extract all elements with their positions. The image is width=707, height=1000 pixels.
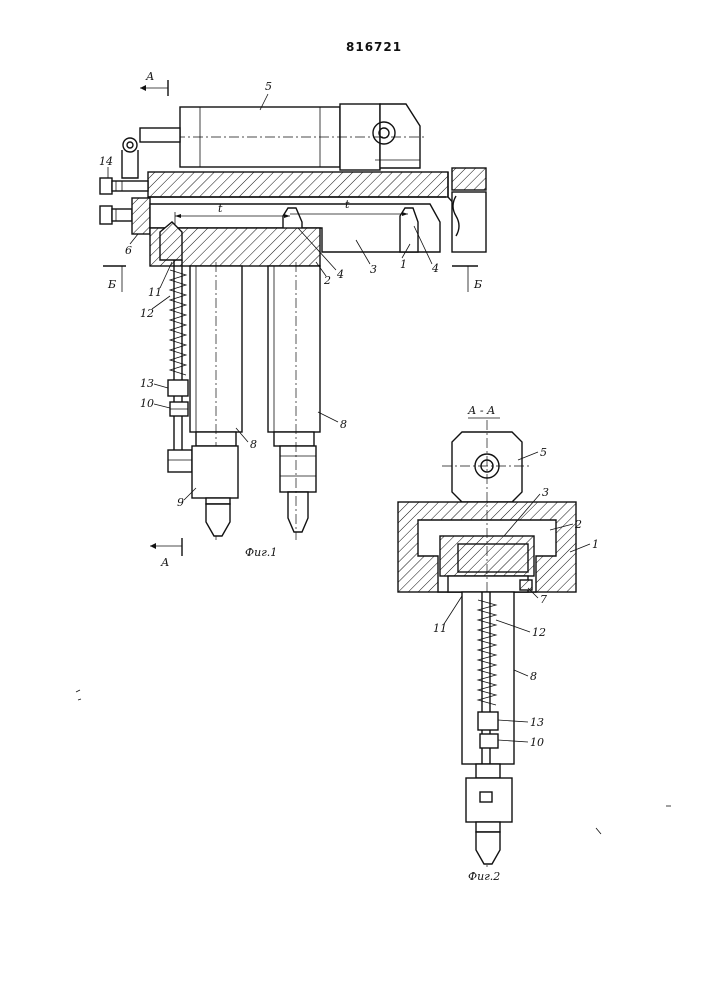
dimension-t-label-1: t: [218, 202, 223, 215]
label-part-9: 9: [177, 496, 184, 509]
label-part-2: 2: [323, 274, 331, 287]
clamp-bolt: [100, 198, 150, 234]
section-mark-b-right: Б: [452, 266, 482, 292]
label-part-7: 7: [540, 593, 547, 606]
label-part-10: 10: [530, 736, 544, 749]
label-part-12: 12: [140, 307, 154, 320]
cylinder-bracket: [122, 138, 138, 178]
label-part-3: 3: [542, 486, 549, 499]
label-part-3: 3: [370, 263, 377, 276]
section-a-a-title: А - А: [467, 404, 495, 417]
label-part-13: 13: [530, 716, 544, 729]
carriage-block: [150, 222, 320, 266]
label-part-13: 13: [140, 377, 154, 390]
tool-holder-2: [268, 262, 320, 540]
section-mark-a-bottom: А: [150, 538, 182, 569]
section-mark-a-top: А: [140, 70, 168, 96]
label-part-6: 6: [125, 244, 132, 257]
figure-1: А А Б Б: [99, 70, 486, 569]
section-mark-a-label-bottom: А: [160, 556, 169, 569]
label-part-4-b: 4: [431, 262, 439, 275]
label-part-1: 1: [592, 538, 599, 551]
label-part-11: 11: [433, 622, 447, 635]
label-part-8-a: 8: [250, 438, 257, 451]
label-part-10: 10: [140, 397, 154, 410]
label-part-12: 12: [532, 626, 546, 639]
patent-number: 816721: [346, 40, 402, 54]
section-mark-b-label-right: Б: [473, 278, 482, 291]
label-part-8: 8: [530, 670, 537, 683]
label-part-5: 5: [540, 446, 547, 459]
label-part-5: 5: [265, 80, 272, 93]
label-part-8-b: 8: [340, 418, 347, 431]
scan-specks: [76, 690, 671, 834]
spring-rod: [168, 260, 188, 456]
label-part-1: 1: [400, 258, 407, 271]
pneumatic-cylinder: [140, 104, 425, 170]
tool-holder-section: [462, 592, 514, 864]
section-mark-b-label-left: Б: [107, 278, 116, 291]
figure-2-caption: Фиг.2: [468, 870, 500, 883]
label-part-2: 2: [574, 518, 582, 531]
figure-2: А - А: [398, 404, 599, 883]
adjust-screw: [100, 178, 148, 194]
section-mark-b-left: Б: [103, 266, 126, 292]
label-part-14: 14: [99, 155, 113, 168]
label-part-4-a: 4: [336, 268, 344, 281]
section-mark-a-label-top: А: [145, 70, 154, 83]
gripper-head: [168, 446, 238, 536]
dimension-t-label-2: t: [345, 198, 350, 211]
figure-1-caption: Фиг.1: [245, 546, 277, 559]
